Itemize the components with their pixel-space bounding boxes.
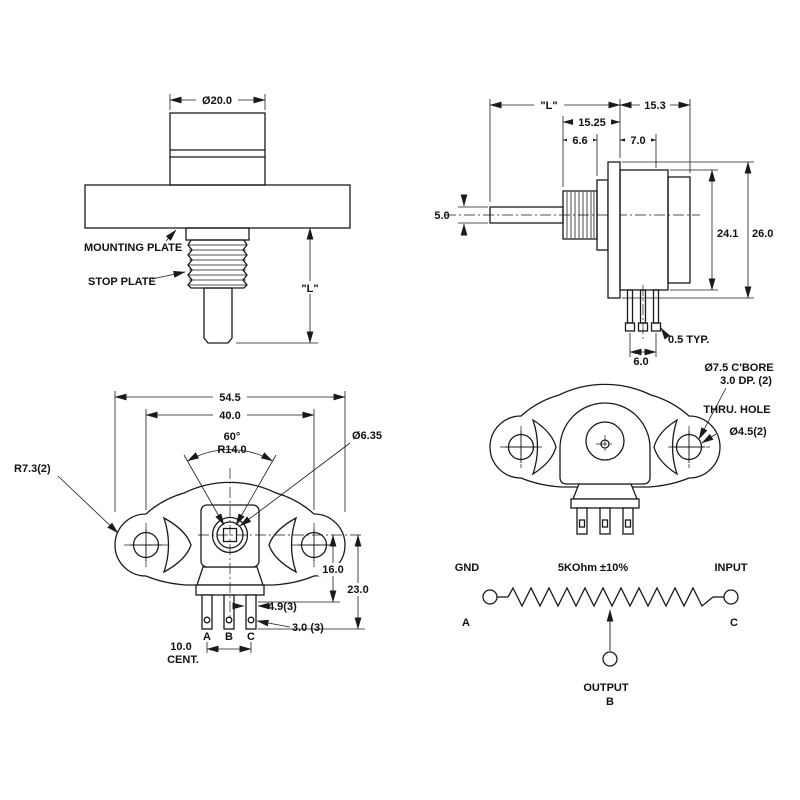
dim-hole-spacing: 40.0 xyxy=(219,410,240,422)
part-shapes xyxy=(84,112,351,344)
centerlines xyxy=(500,426,710,468)
dim-length-l: "L" xyxy=(540,100,557,112)
body-outline xyxy=(619,169,669,291)
plate-cutout-left xyxy=(531,418,557,476)
body-outline xyxy=(169,112,266,186)
schematic-value-label: 5KOhm ±10% xyxy=(558,562,628,574)
rear-cover xyxy=(667,176,691,284)
label-stop-plate: STOP PLATE xyxy=(88,276,156,288)
schematic-c-label: C xyxy=(730,617,738,629)
dim-lug-spacing: 6.0 xyxy=(633,356,648,368)
plate-cutout-right xyxy=(268,516,298,574)
dimensions: 54.5 40.0 60° R14.0 Ø6.35 R7.3(2) 16.0 2… xyxy=(14,391,382,666)
terminal-housing xyxy=(572,483,638,500)
dimensions: Ø20.0 "L" MOUNTING PLATE STOP PLATE xyxy=(84,94,324,344)
schematic-b-label: B xyxy=(606,696,614,708)
dim-terminal-width: 4.9(3) xyxy=(268,601,297,613)
terminal-strip xyxy=(570,498,640,509)
terminal-b-node xyxy=(602,651,618,667)
note-cbore-line1: Ø7.5 C'BORE xyxy=(704,362,773,374)
schematic-output-label: OUTPUT xyxy=(583,682,629,694)
schematic: GND 5KOhm ±10% INPUT A C OUTPUT B xyxy=(455,562,748,708)
terminal-c-label: C xyxy=(247,631,255,643)
dim-230: 23.0 xyxy=(347,584,368,596)
schematic-gnd-label: GND xyxy=(455,562,480,574)
dim-66: 6.6 xyxy=(572,135,587,147)
dim-lug-thickness: 0.5 TYP. xyxy=(668,334,709,346)
stop-plate-edge xyxy=(185,227,250,241)
mounting-plate-edge xyxy=(607,161,621,299)
resistor-zigzag xyxy=(507,586,714,608)
dim-241: 24.1 xyxy=(717,228,738,240)
view-side-horizontal: "L" 15.3 15.25 6.6 7.0 5.0 24.1 xyxy=(434,99,773,368)
terminal-pins xyxy=(201,594,257,630)
label-mounting-plate: MOUNTING PLATE xyxy=(84,242,182,254)
dim-153: 15.3 xyxy=(644,100,665,112)
label-cent: CENT. xyxy=(167,654,199,666)
terminal-c-node xyxy=(723,589,739,605)
dim-shaft-dia-635: Ø6.35 xyxy=(352,430,382,442)
schematic-input-label: INPUT xyxy=(715,562,748,574)
terminal-a-node xyxy=(482,589,498,605)
terminal-a-label: A xyxy=(203,631,211,643)
shaft xyxy=(203,287,233,344)
dimensions: "L" 15.3 15.25 6.6 7.0 5.0 24.1 xyxy=(434,99,773,368)
note-cbore-line2: 3.0 DP. (2) xyxy=(720,375,772,387)
dim-ear-radius: R7.3(2) xyxy=(14,463,51,475)
annotations: Ø7.5 C'BORE 3.0 DP. (2) THRU. HOLE Ø4.5(… xyxy=(698,362,774,444)
dim-shaft-dia: 5.0 xyxy=(434,210,449,222)
plate-cutout-left xyxy=(162,516,192,574)
dim-1525: 15.25 xyxy=(578,117,606,129)
dim-70: 7.0 xyxy=(630,135,645,147)
view-front-dimensioned: 54.5 40.0 60° R14.0 Ø6.35 R7.3(2) 16.0 2… xyxy=(14,391,382,666)
terminal-pins xyxy=(576,507,634,535)
terminal-b-label: B xyxy=(225,631,233,643)
bushing-circle xyxy=(585,421,625,461)
thread-ridges xyxy=(189,244,246,286)
view-side-vertical: Ø20.0 "L" MOUNTING PLATE STOP PLATE xyxy=(84,94,351,344)
note-thru-hole-line1: THRU. HOLE xyxy=(703,404,770,416)
thread-lines xyxy=(566,192,595,238)
note-thru-hole-line2: Ø4.5(2) xyxy=(729,426,767,438)
dim-shaft-length: "L" xyxy=(301,283,318,295)
dim-body-diameter: Ø20.0 xyxy=(202,95,232,107)
schematic-a-label: A xyxy=(462,617,470,629)
dim-angle-60: 60° xyxy=(224,431,241,443)
dim-radius-r14: R14.0 xyxy=(217,444,246,456)
dim-260: 26.0 xyxy=(752,228,773,240)
threaded-bushing xyxy=(187,239,248,289)
part-shapes xyxy=(489,161,691,342)
dim-160: 16.0 xyxy=(322,564,343,576)
mounting-plate-edge xyxy=(84,184,351,229)
dim-plate-width: 54.5 xyxy=(219,392,240,404)
view-front-plain: Ø7.5 C'BORE 3.0 DP. (2) THRU. HOLE Ø4.5(… xyxy=(489,362,774,535)
dim-terminal-hole: 3.0 (3) xyxy=(292,622,324,634)
dim-terminal-pitch: 10.0 xyxy=(170,641,191,653)
